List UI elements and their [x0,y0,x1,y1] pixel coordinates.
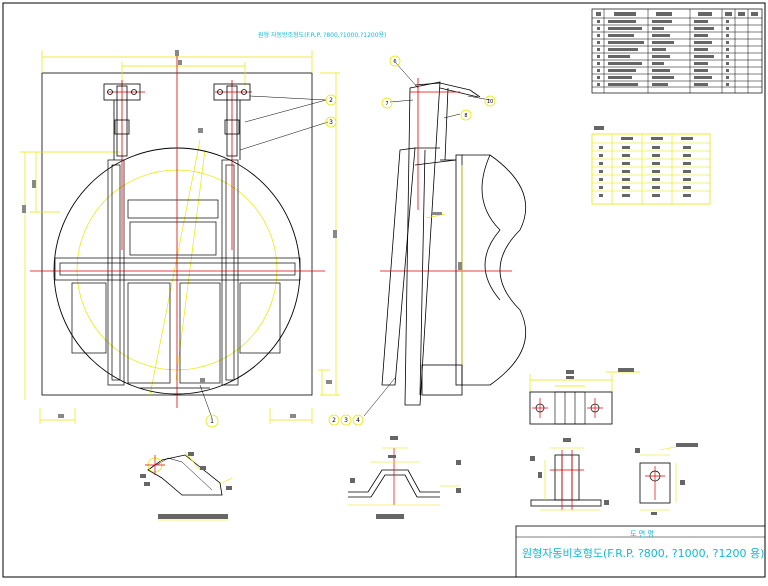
front-callouts [205,94,364,428]
side-outline [381,81,527,406]
side-centerlines [380,78,512,272]
detail-plate [635,443,698,515]
size-table [591,126,711,205]
callout-3-label: 3 [329,119,333,126]
callout-6-label: 6 [393,59,396,65]
callout-2b-label: 2 [332,417,336,424]
callout-1-label: 1 [210,418,214,425]
callout-10-label: 10 [487,99,493,105]
detail-angle [530,438,609,511]
side-callouts [381,55,496,121]
front-centerlines [30,55,325,408]
callout-2-label: 2 [329,97,333,104]
drawing-top-title: 원형 자동방조형도(F.R.P. ?800,?1000,?1200용) [258,32,387,39]
title-block-label: 도 면 명 [630,530,654,538]
side-leaders [363,62,491,417]
front-dim-text [22,50,337,418]
front-callout-labels: 2 3 1 2 3 4 [210,97,360,425]
title-block-title: 원형자동비호형도(F.R.P. ?800, ?1000, ?1200 용) [522,547,765,560]
side-dim-text [432,212,462,270]
detail-hook [140,451,233,521]
side-callout-labels: 6 7 8 10 [385,59,493,119]
sheet-border [2,2,766,578]
callout-8-label: 8 [464,113,467,119]
title-block [515,525,766,578]
side-view: 6 7 8 10 [363,55,527,417]
detail-bracket [529,368,640,425]
front-view: 2 3 1 2 3 4 [20,50,364,428]
parts-table [591,8,763,94]
front-leaders [199,95,329,419]
side-dimensions [426,165,463,365]
callout-3b-label: 3 [344,417,348,424]
callout-4-label: 4 [356,417,360,424]
detail-hat-section [348,436,461,519]
front-ribs [54,159,301,389]
callout-7-label: 7 [385,101,388,107]
